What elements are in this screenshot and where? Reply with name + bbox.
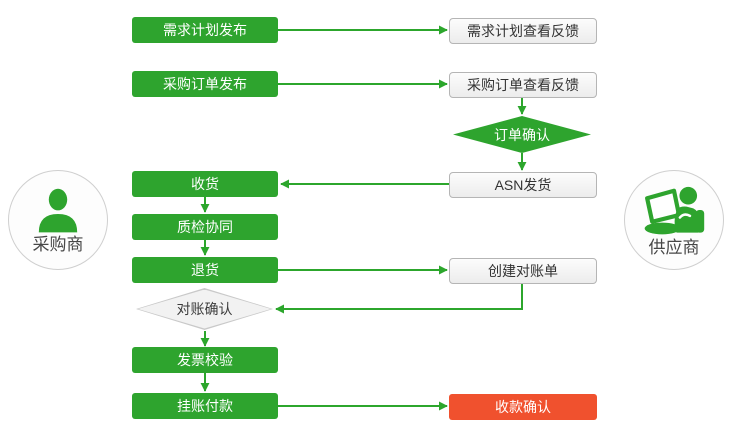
actor-buyer: 采购商 — [8, 170, 108, 270]
decision-reconciliation-confirm: 对账确认 — [136, 288, 273, 330]
actor-supplier-label: 供应商 — [648, 238, 700, 257]
decision-reconciliation-confirm-label: 对账确认 — [138, 289, 271, 329]
node-demand-plan-publish: 需求计划发布 — [132, 17, 278, 43]
node-quality-collab: 质检协同 — [132, 214, 278, 240]
actor-supplier: 供应商 — [624, 170, 724, 270]
node-asn-ship: ASN发货 — [449, 172, 597, 198]
node-po-feedback: 采购订单查看反馈 — [449, 72, 597, 98]
node-create-statement: 创建对账单 — [449, 258, 597, 284]
person-silhouette-icon — [38, 188, 78, 233]
person-with-laptop-icon — [644, 186, 705, 235]
decision-order-confirm: 订单确认 — [453, 116, 591, 153]
node-receipt-confirm: 收款确认 — [449, 394, 597, 420]
node-demand-plan-feedback: 需求计划查看反馈 — [449, 18, 597, 44]
node-po-publish: 采购订单发布 — [132, 71, 278, 97]
node-return-goods: 退货 — [132, 257, 278, 283]
node-book-payment: 挂账付款 — [132, 393, 278, 419]
node-invoice-check: 发票校验 — [132, 347, 278, 373]
node-receive-goods: 收货 — [132, 171, 278, 197]
connector-statement-to-recon-confirm — [275, 283, 523, 314]
actor-buyer-label: 采购商 — [32, 235, 84, 254]
